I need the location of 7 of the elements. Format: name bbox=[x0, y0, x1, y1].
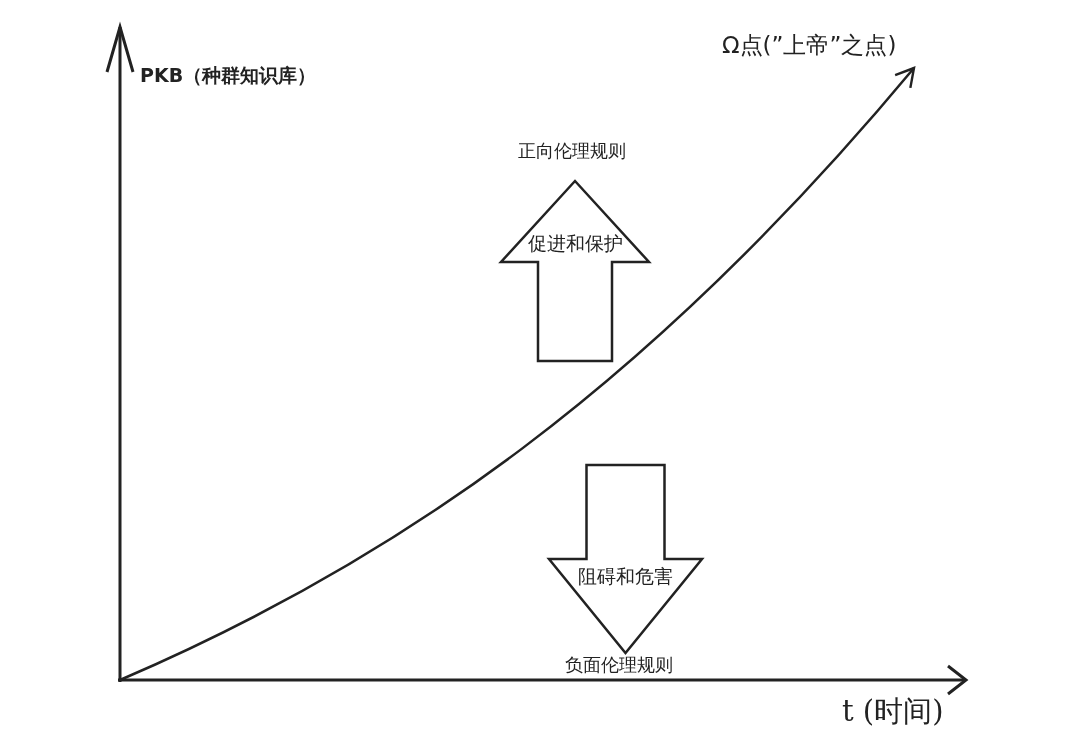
x-axis-label: t (时间) bbox=[842, 694, 944, 729]
rule-label: 负面伦理规则 bbox=[565, 654, 673, 676]
arrow-label: 阻碍和危害 bbox=[577, 565, 674, 588]
arrow-label: 促进和保护 bbox=[526, 232, 624, 255]
y-axis-label: PKB（种群知识库） bbox=[140, 64, 317, 87]
curve-endpoint-label: Ω点(”上帝”之点) bbox=[722, 32, 897, 60]
rule-label: 正向伦理规则 bbox=[518, 140, 626, 162]
